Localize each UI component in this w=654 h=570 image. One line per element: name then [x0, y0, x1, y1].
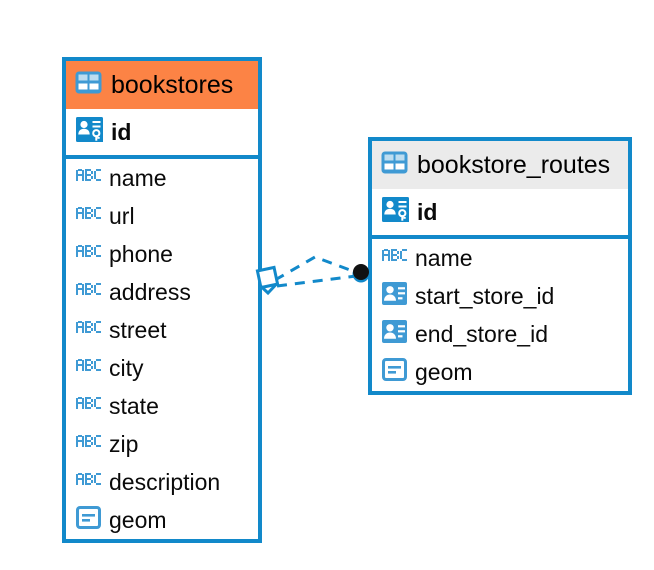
field-row-name[interactable]: name: [66, 159, 258, 197]
relationship-target-marker-circle: [352, 264, 370, 283]
field-row-street[interactable]: street: [66, 311, 258, 349]
field-row-url[interactable]: url: [66, 197, 258, 235]
field-row-geom[interactable]: geom: [66, 501, 258, 539]
text-abc-icon: [76, 397, 101, 415]
field-label: city: [109, 354, 144, 381]
field-label: zip: [109, 430, 139, 457]
text-abc-icon: [76, 283, 101, 301]
relationship-source-marker-diamond: [255, 265, 280, 296]
field-label: name: [109, 164, 167, 191]
field-label: phone: [109, 240, 173, 267]
text-abc-icon: [76, 435, 101, 453]
text-abc-icon: [382, 249, 407, 267]
entity-header-bookstore-routes[interactable]: bookstore_routes: [372, 141, 628, 189]
text-abc-icon: [76, 169, 101, 187]
geometry-icon: [76, 506, 101, 534]
foreign-key-icon: [382, 320, 407, 348]
field-label: name: [415, 244, 473, 271]
relationship-connector[interactable]: [255, 240, 380, 315]
field-row-description[interactable]: description: [66, 463, 258, 501]
primary-key-section: id: [66, 109, 258, 159]
field-row-phone[interactable]: phone: [66, 235, 258, 273]
entity-title: bookstores: [111, 70, 234, 99]
field-label: description: [109, 468, 221, 495]
primary-key-section: id: [372, 189, 628, 239]
text-abc-icon: [76, 245, 101, 263]
text-abc-icon: [76, 473, 101, 491]
field-label: geom: [415, 358, 473, 385]
field-row-id[interactable]: id: [66, 109, 258, 155]
entity-title: bookstore_routes: [417, 150, 611, 179]
entity-header-bookstores[interactable]: bookstores: [66, 61, 258, 109]
field-list-bookstores: name: [66, 159, 258, 539]
entity-bookstore-routes[interactable]: bookstore_routes: [368, 137, 632, 395]
geometry-icon: [382, 358, 407, 386]
field-row-name[interactable]: name: [372, 239, 628, 277]
table-icon: [381, 151, 408, 179]
field-row-state[interactable]: state: [66, 387, 258, 425]
field-row-zip[interactable]: zip: [66, 425, 258, 463]
field-row-start-store-id[interactable]: start_store_id: [372, 277, 628, 315]
field-row-end-store-id[interactable]: end_store_id: [372, 315, 628, 353]
relationship-line-lower: [276, 274, 357, 288]
field-label: start_store_id: [415, 282, 555, 309]
field-label: id: [417, 198, 438, 225]
entity-bookstores[interactable]: bookstores id: [62, 57, 262, 543]
field-label: id: [111, 118, 132, 145]
field-row-city[interactable]: city: [66, 349, 258, 387]
table-icon: [75, 71, 102, 99]
field-label: address: [109, 278, 191, 305]
field-list-bookstore-routes: name start_store_id: [372, 239, 628, 391]
field-label: geom: [109, 506, 167, 533]
text-abc-icon: [76, 207, 101, 225]
field-label: url: [109, 202, 135, 229]
field-label: street: [109, 316, 167, 343]
field-label: state: [109, 392, 159, 419]
field-row-address[interactable]: address: [66, 273, 258, 311]
foreign-key-icon: [382, 282, 407, 310]
field-label: end_store_id: [415, 320, 548, 347]
field-row-id[interactable]: id: [372, 189, 628, 235]
field-row-geom[interactable]: geom: [372, 353, 628, 391]
primary-key-icon: [76, 117, 103, 147]
relationship-line-upper: [274, 255, 359, 282]
text-abc-icon: [76, 321, 101, 339]
primary-key-icon: [382, 197, 409, 227]
text-abc-icon: [76, 359, 101, 377]
